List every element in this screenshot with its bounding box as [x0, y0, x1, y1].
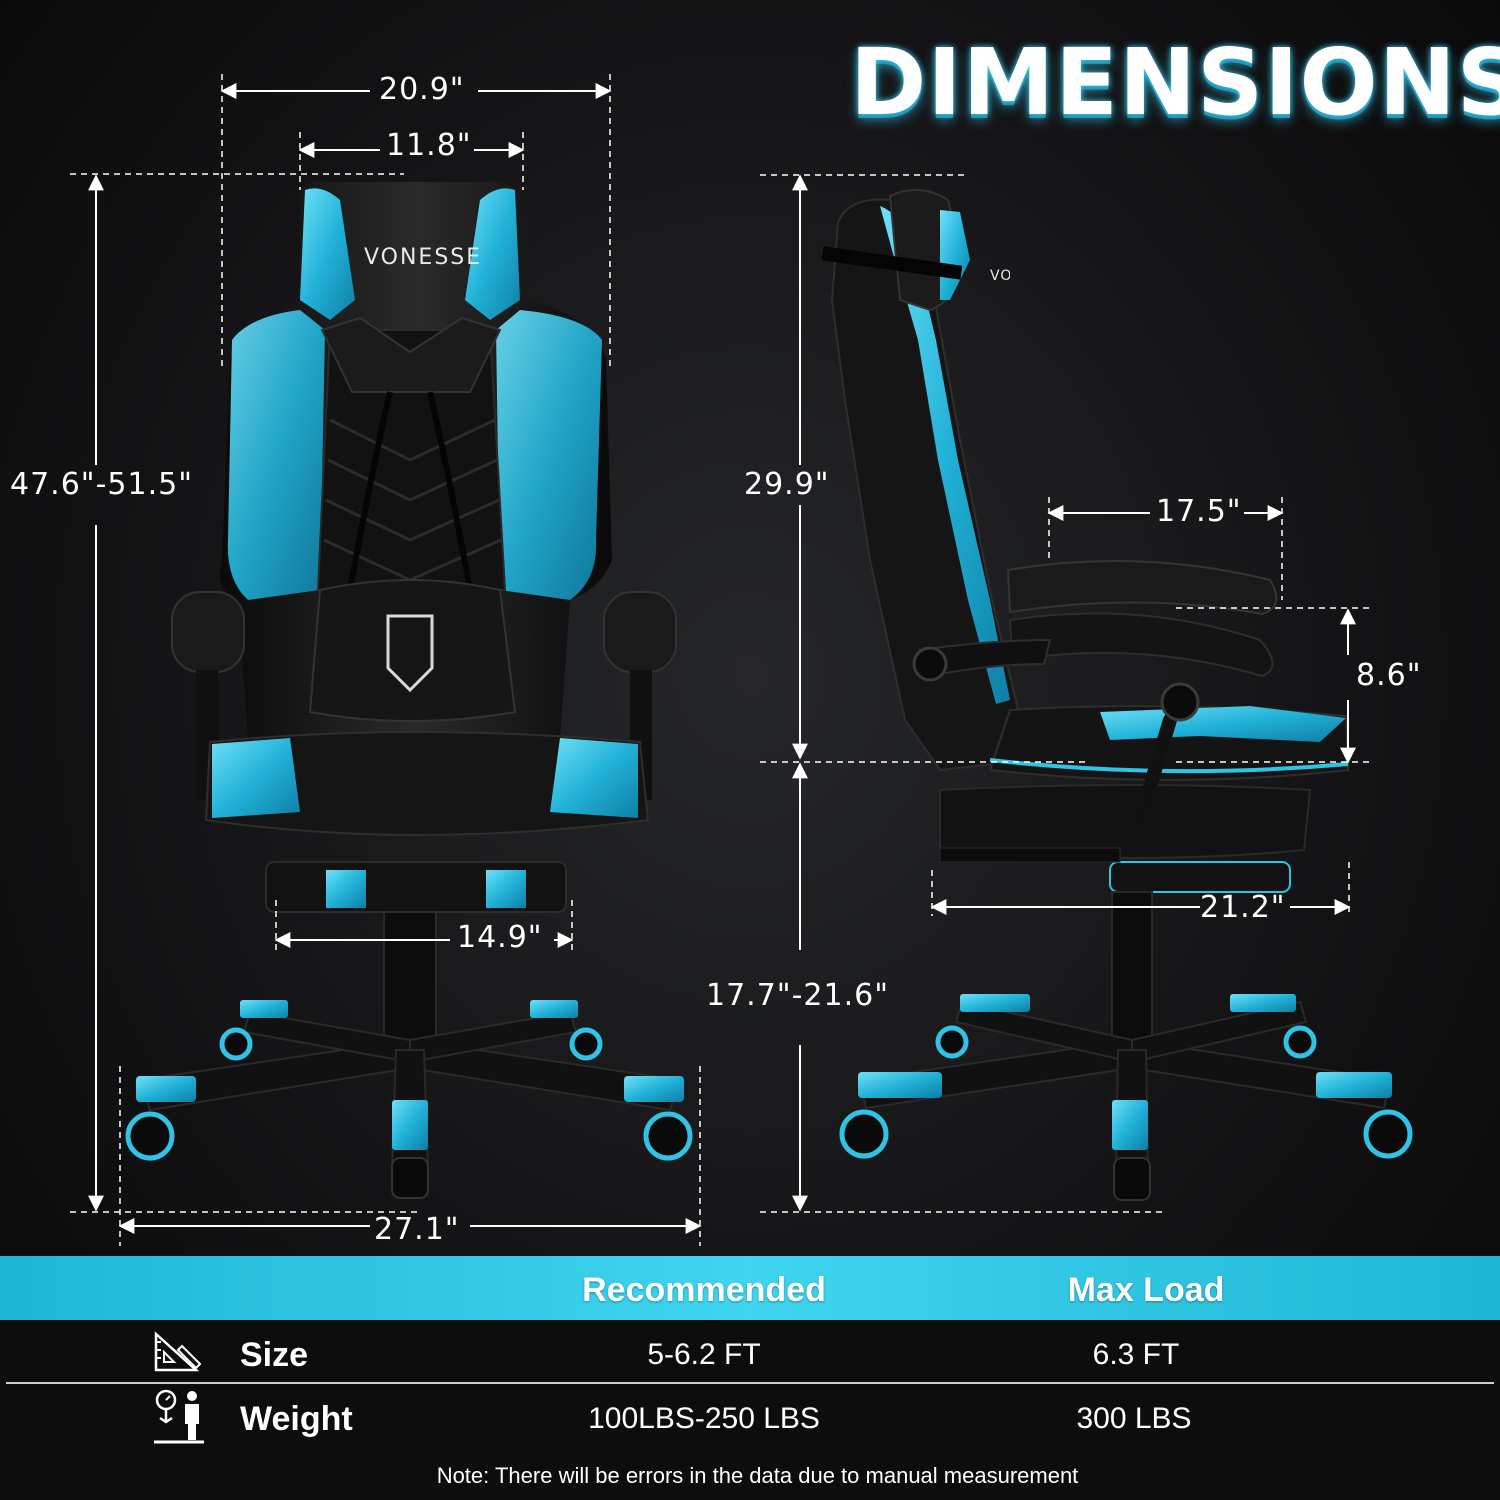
chair-front-view: [125, 181, 693, 1199]
weight-scale-person-icon: [154, 1389, 204, 1444]
weight-recommended-value: 100LBS-250 LBS: [588, 1402, 820, 1435]
row-label-weight: Weight: [240, 1400, 353, 1438]
ruler-triangle-icon: [154, 1331, 202, 1372]
headrest-width-label: 11.8": [386, 128, 472, 163]
dimensions-title: DIMENSIONS: [850, 29, 1500, 136]
size-recommended-value: 5-6.2 FT: [647, 1338, 761, 1371]
front-brand-label: VONESSE: [364, 245, 483, 270]
measurement-note: Note: There will be errors in the data d…: [436, 1463, 1079, 1488]
weight-max-value: 300 LBS: [1076, 1402, 1192, 1435]
row-label-size: Size: [240, 1336, 309, 1374]
armrest-height-label: 8.6": [1356, 658, 1422, 693]
spec-table: Recommended Max Load Size 5-6.2 FT 6.3 F…: [0, 1256, 1500, 1500]
header-recommended: Recommended: [582, 1271, 826, 1309]
seat-depth-label: 21.2": [1200, 890, 1286, 925]
overall-width-label: 20.9": [379, 72, 465, 107]
header-max-load: Max Load: [1067, 1271, 1225, 1309]
seat-width-label: 14.9": [457, 920, 543, 955]
backrest-height-label: 29.9": [744, 467, 830, 502]
side-brand-label: VONESSE: [990, 268, 1010, 284]
seat-height-label: 17.7"-21.6": [706, 978, 890, 1013]
table-row-divider: [6, 1382, 1494, 1384]
size-max-value: 6.3 FT: [1092, 1338, 1180, 1371]
armrest-length-label: 17.5": [1156, 494, 1242, 529]
chair-side-view: [821, 189, 1413, 1201]
spec-table-header: Recommended Max Load: [0, 1256, 1500, 1320]
front-dimension-lines: [70, 74, 702, 1246]
table-row: Size 5-6.2 FT 6.3 FT: [0, 1324, 1500, 1386]
side-dimension-lines: [760, 174, 1372, 1213]
base-width-label: 27.1": [374, 1212, 460, 1247]
total-height-label: 47.6"-51.5": [10, 467, 194, 502]
table-row: Weight 100LBS-250 LBS 300 LBS: [0, 1388, 1500, 1450]
